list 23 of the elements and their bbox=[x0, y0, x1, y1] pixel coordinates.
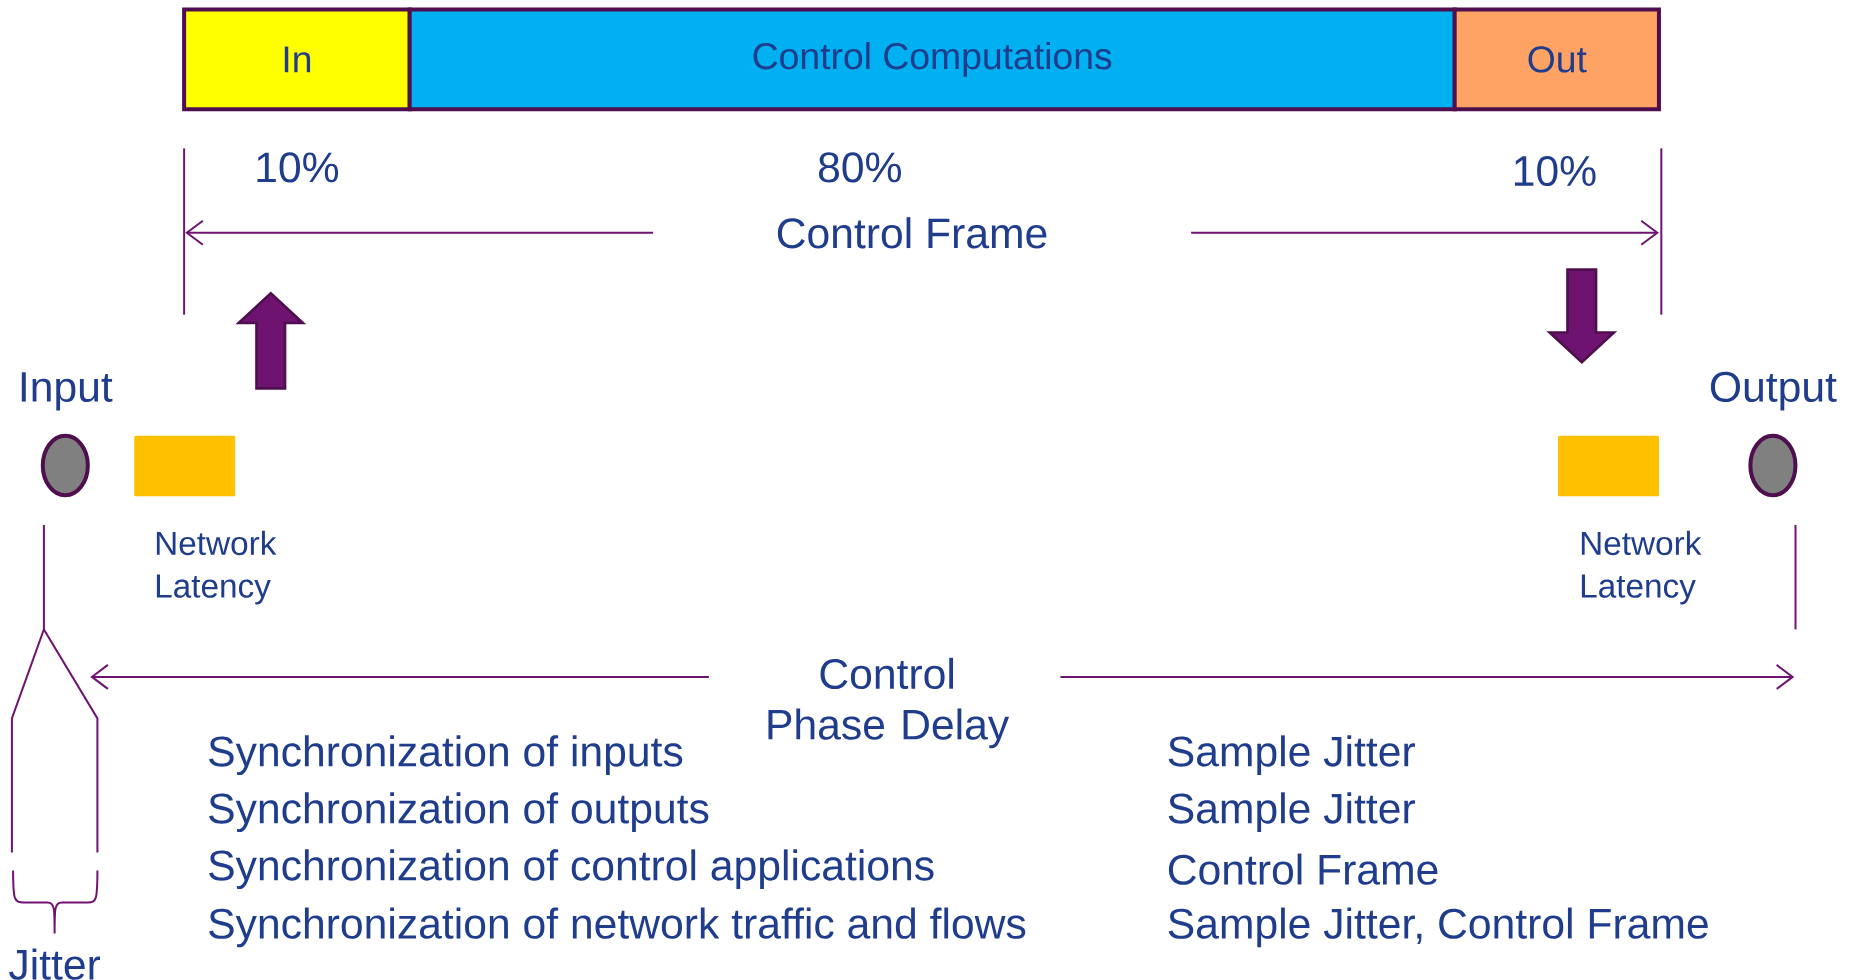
node-label: Input bbox=[21, 372, 113, 411]
frame-segment: In bbox=[182, 7, 412, 112]
node-label: Network Latency bbox=[156, 530, 277, 605]
table-text: Synchronization of network traffic and flows bbox=[209, 907, 1026, 948]
table-text: Control Frame bbox=[1168, 853, 1438, 885]
latency-block: Network Latency bbox=[1558, 435, 1702, 605]
node-label: Output bbox=[1710, 371, 1837, 411]
table-text: Sample Jitter bbox=[1168, 792, 1415, 833]
percent-label: 10% bbox=[257, 152, 339, 183]
table-text: Sample Jitter, Control Frame bbox=[1168, 907, 1708, 948]
dimension-label: Control Phase Delay bbox=[741, 655, 1034, 751]
latency-block: Network Latency bbox=[134, 435, 277, 605]
bracket-label: Jitter bbox=[9, 948, 101, 980]
dimension-label: Control Frame bbox=[777, 217, 1047, 249]
frame-segment: Out bbox=[1452, 7, 1661, 112]
table-text: Sample Jitter bbox=[1168, 735, 1415, 776]
table-text: Synchronization of control applications bbox=[209, 849, 934, 890]
node-label: Network Latency bbox=[1581, 530, 1702, 605]
table-text: Synchronization of inputs bbox=[209, 735, 683, 776]
table-text: Synchronization of outputs bbox=[209, 792, 709, 833]
frame-segment: Control Computations bbox=[407, 7, 1457, 112]
percent-label: 80% bbox=[819, 152, 901, 183]
percent-label: 10% bbox=[1514, 155, 1596, 187]
